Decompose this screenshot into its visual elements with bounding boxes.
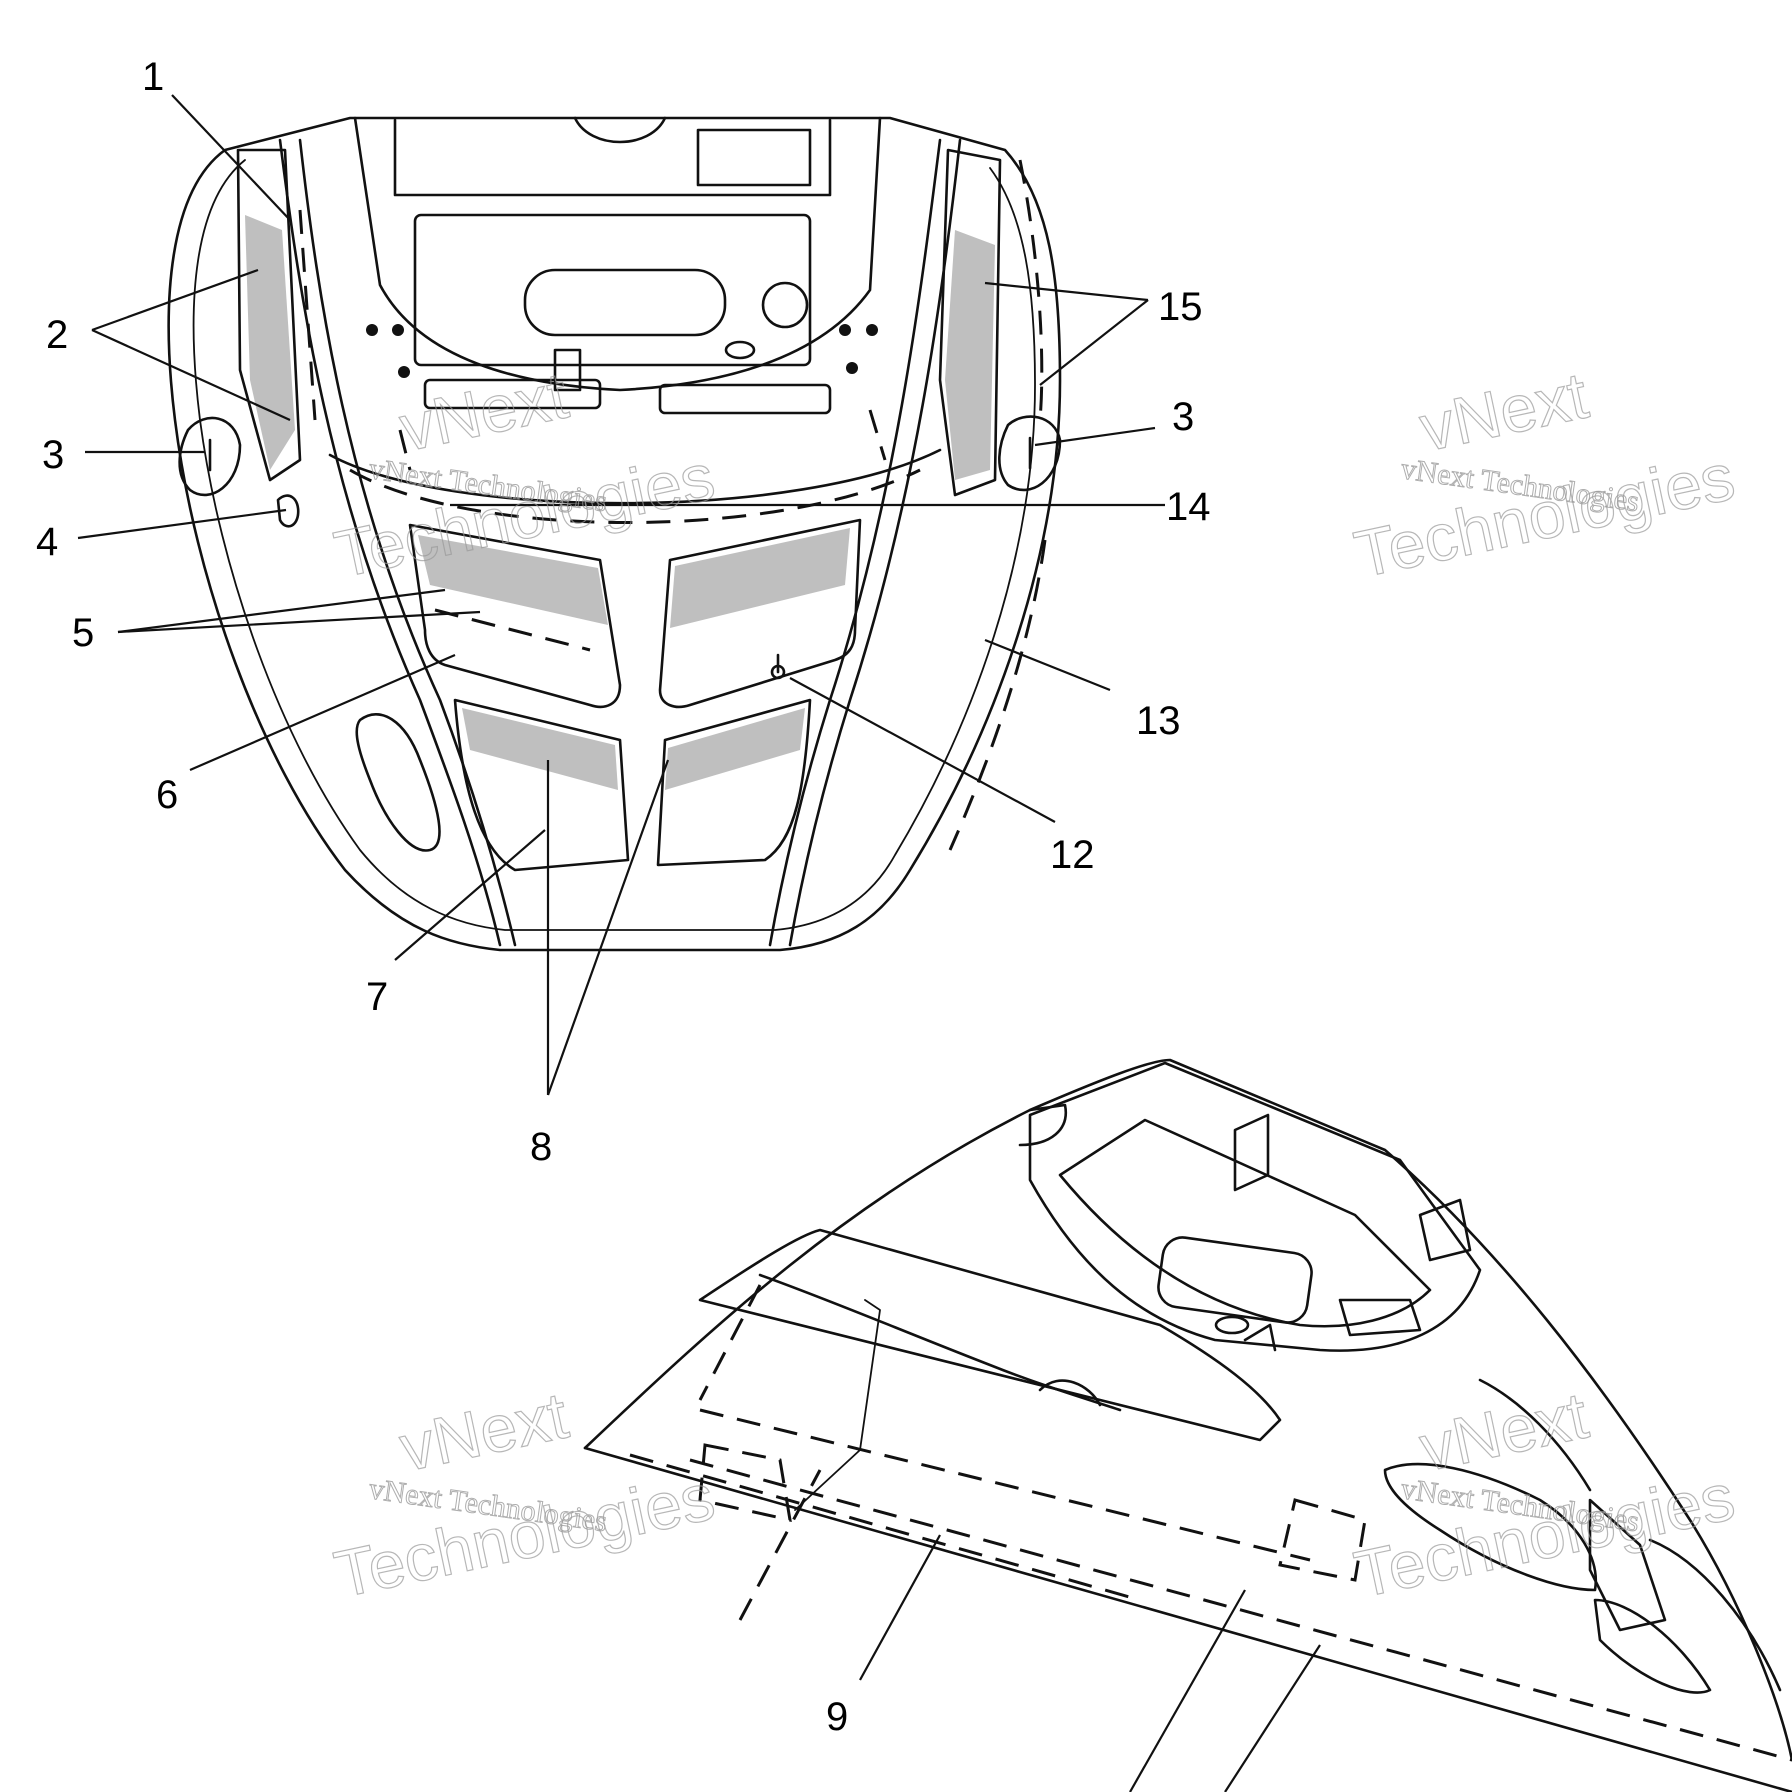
callout-12: 12: [1050, 833, 1095, 877]
svg-text:vNext: vNext: [1413, 1378, 1593, 1485]
callout-6: 6: [156, 773, 178, 817]
callout-13: 13: [1136, 699, 1181, 743]
callout-3-left: 3: [42, 433, 64, 477]
watermark-bottom-left: vNext Technologies: [328, 1377, 721, 1612]
callout-8: 8: [530, 1125, 552, 1169]
callout-4: 4: [36, 520, 58, 564]
callout-5: 5: [72, 611, 94, 655]
callout-15: 15: [1158, 285, 1203, 329]
hood-front-view: [167, 116, 1062, 952]
svg-text:vNext: vNext: [393, 1378, 573, 1485]
callout-2: 2: [46, 313, 68, 357]
svg-text:vNext: vNext: [1413, 358, 1593, 465]
watermark-top-right: vNext Technologies: [1348, 357, 1741, 592]
callout-14: 14: [1166, 485, 1211, 529]
svg-text:vNext: vNext: [393, 358, 573, 465]
hood-three-quarter-view: [583, 1058, 1792, 1792]
leader-lines: [77, 94, 1321, 1792]
callout-labels: 1 2 3 3 4 5 6 7 8 9 12 13 14 15: [36, 55, 1211, 1739]
watermark-top-left: vNext Technologies: [328, 357, 721, 592]
callout-3-right: 3: [1172, 395, 1194, 439]
callout-9: 9: [826, 1695, 848, 1739]
callout-1: 1: [142, 55, 164, 99]
callout-7: 7: [366, 975, 388, 1019]
